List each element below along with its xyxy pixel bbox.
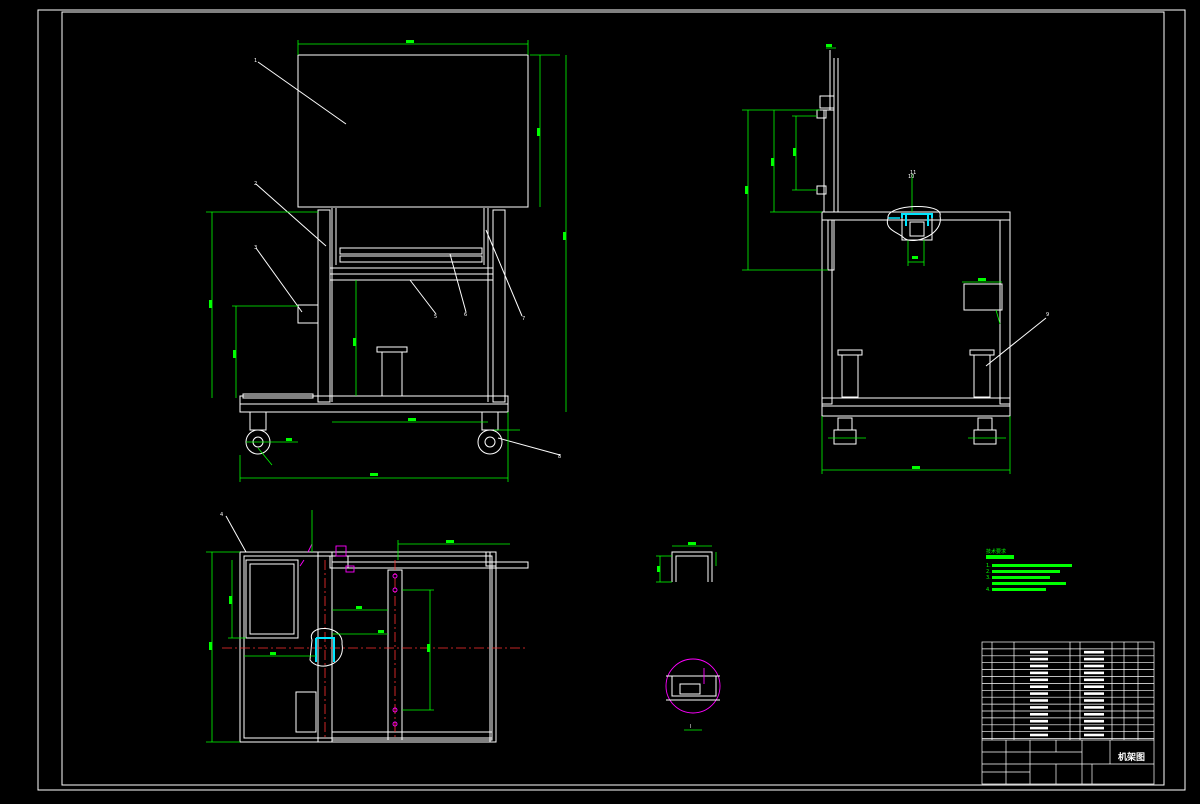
bom-cell-mark [1084,699,1104,702]
bom-cell-mark [1030,726,1048,730]
note-1: 1. [986,563,991,569]
bom-cell-mark [1084,713,1104,716]
notes-heading: 技术要求 [986,548,1006,555]
bom-cell-mark [1030,657,1048,661]
bom-cell-mark [1084,719,1104,723]
front-view [206,40,567,482]
bom-cell-mark [1084,650,1104,654]
front-panel [297,54,529,208]
balloon-1: 1 [254,58,257,64]
drawing-title: 机架图 [1118,751,1145,763]
balloon-6: 6 [464,312,467,318]
bom-cell-mark [1030,650,1048,654]
bom-cell-mark [1030,706,1048,709]
balloon-4: 4 [220,512,223,518]
bom-cell-mark [1030,685,1048,688]
bom-cell-mark [1030,699,1048,702]
bom-cell-mark [1084,685,1104,688]
bom-cell-mark [1084,726,1104,730]
note-2: 2. [986,569,991,575]
bom-cell-mark [1084,706,1104,709]
balloon-8: 8 [558,454,561,460]
bom-cell-mark [1084,664,1104,668]
bom-cell-mark [1030,671,1048,675]
bom-cell-mark [1030,713,1048,716]
bom-cell-mark [1084,657,1104,661]
balloon-10: 10 [908,174,914,180]
balloon-5: 5 [434,314,437,320]
bom-cell-mark [1084,678,1104,682]
side-view [742,44,1047,474]
title-block [981,641,1155,785]
sheet-outer-border [37,9,1186,791]
bom-cell-mark [1030,692,1048,695]
bom-cell-mark [1030,719,1048,723]
bom-row-lines [982,648,1154,739]
bom-text-marks [1030,650,1104,737]
bom-cell-mark [1084,692,1104,695]
detail-i-label: I [690,724,691,730]
bom-cell-mark [1030,733,1048,737]
note-3: 3. [986,575,991,581]
technical-notes [986,555,1072,591]
balloon-11: 11 [910,170,916,176]
bom-cell-mark [1030,664,1048,668]
sheet-inner-border [61,11,1165,786]
bom-cell-mark [1084,733,1104,737]
balloon-2: 2 [254,181,257,187]
top-view [206,510,529,743]
note-4: 4. [986,587,991,593]
bom-cell-mark [1030,678,1048,682]
channel-section-view [656,542,717,583]
bom-cell-mark [1084,671,1104,675]
detail-view-i [665,658,721,731]
balloon-7: 7 [522,316,525,322]
balloon-3: 3 [254,245,257,251]
balloon-9: 9 [1046,312,1049,318]
